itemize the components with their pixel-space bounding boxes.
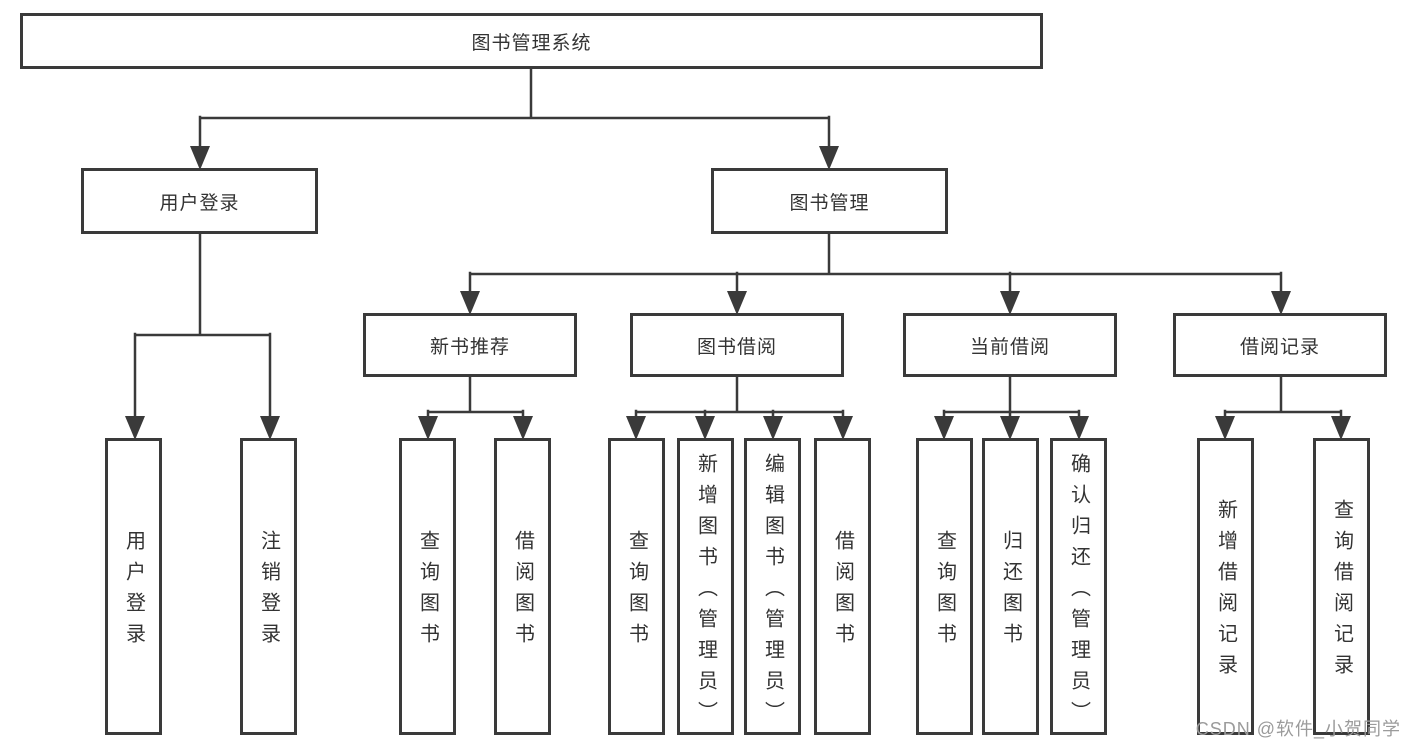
node-root-library-system: 图书管理系统 — [20, 13, 1043, 69]
leaf-add-borrow-record: 新增借阅记录 — [1197, 438, 1254, 735]
leaf-query-books-recommend: 查询图书 — [399, 438, 456, 735]
leaf-add-book-admin: 新增图书（管理员） — [677, 438, 734, 735]
leaf-edit-book-admin: 编辑图书（管理员） — [744, 438, 801, 735]
leaf-query-books-borrow: 查询图书 — [608, 438, 665, 735]
leaf-query-borrow-record: 查询借阅记录 — [1313, 438, 1370, 735]
leaf-return-book: 归还图书 — [982, 438, 1039, 735]
leaf-logout: 注销登录 — [240, 438, 297, 735]
node-borrowing-records: 借阅记录 — [1173, 313, 1387, 377]
leaf-confirm-return-admin: 确认归还（管理员） — [1050, 438, 1107, 735]
csdn-watermark: CSDN @软件_小贺同学 — [1195, 719, 1401, 739]
node-new-book-recommendation: 新书推荐 — [363, 313, 577, 377]
arrowheads — [125, 146, 1351, 440]
leaf-borrow-books: 借阅图书 — [814, 438, 871, 735]
node-user-login: 用户登录 — [81, 168, 318, 234]
leaf-query-books-current: 查询图书 — [916, 438, 973, 735]
node-book-borrowing: 图书借阅 — [630, 313, 844, 377]
leaf-user-login: 用户登录 — [105, 438, 162, 735]
node-book-management: 图书管理 — [711, 168, 948, 234]
leaf-borrow-books-recommend: 借阅图书 — [494, 438, 551, 735]
node-current-borrowing: 当前借阅 — [903, 313, 1117, 377]
